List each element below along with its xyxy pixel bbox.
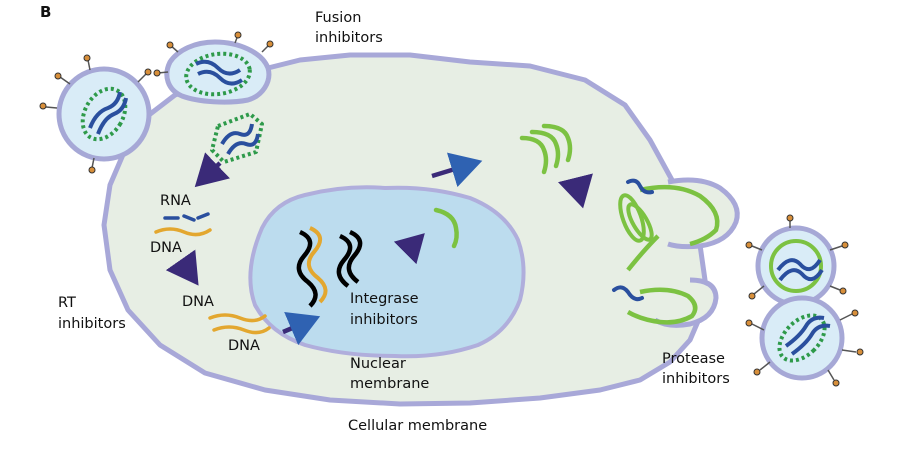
released-virion-immature bbox=[745, 214, 849, 307]
label-dna-2: DNA bbox=[182, 294, 214, 310]
label-integrase-1: Integrase bbox=[350, 291, 419, 307]
label-cellular-membrane: Cellular membrane bbox=[348, 418, 487, 434]
arrow-uncoating bbox=[194, 152, 230, 188]
label-rna: RNA bbox=[160, 193, 191, 209]
nucleus bbox=[248, 185, 526, 359]
label-rt-2: inhibitors bbox=[58, 316, 126, 332]
released-capsid bbox=[210, 112, 264, 164]
label-protease-2: inhibitors bbox=[662, 371, 730, 387]
arrow-rna-export bbox=[431, 152, 483, 188]
rna-strand bbox=[163, 212, 210, 222]
released-virion-mature bbox=[745, 295, 864, 387]
arrow-assembly bbox=[557, 173, 593, 209]
label-nuclear-2: membrane bbox=[350, 376, 429, 392]
dsdna-strand-a bbox=[208, 313, 267, 323]
dna-strand-1 bbox=[154, 227, 212, 237]
label-protease-1: Protease bbox=[662, 351, 725, 367]
panel-letter: B bbox=[40, 3, 51, 21]
label-rt-1: RT bbox=[58, 295, 76, 311]
label-dna-3: DNA bbox=[228, 338, 260, 354]
label-fusion-1: Fusion bbox=[315, 10, 361, 26]
host-chromosome bbox=[296, 226, 363, 308]
viral-rna-nucleus bbox=[433, 207, 459, 249]
fusing-virion bbox=[153, 31, 274, 105]
arrow-reverse-transcription bbox=[165, 249, 199, 286]
label-fusion-2: inhibitors bbox=[315, 30, 383, 46]
label-nuclear-1: Nuclear bbox=[350, 356, 406, 372]
dsdna-strand-b bbox=[212, 325, 271, 335]
arrow-nuclear-entry bbox=[282, 311, 321, 346]
free-virion bbox=[39, 54, 152, 174]
cytoplasmic-viral-rna bbox=[519, 123, 573, 175]
arrow-transcription bbox=[393, 233, 425, 265]
label-integrase-2: inhibitors bbox=[350, 312, 418, 328]
budding-site bbox=[612, 177, 740, 328]
label-dna-1: DNA bbox=[150, 240, 182, 256]
